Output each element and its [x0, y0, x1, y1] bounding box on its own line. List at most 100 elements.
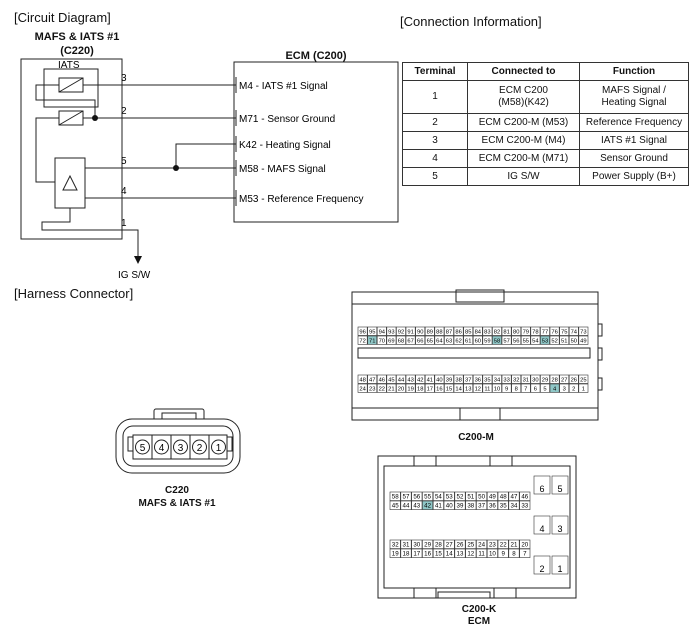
c200m-pin-box: [492, 326, 502, 336]
cell-terminal: 3: [402, 131, 468, 150]
c200k-right-pin-box: [551, 475, 569, 495]
c200m-pin-box: [568, 383, 579, 393]
ig-switch-label: IG S/W: [118, 270, 151, 280]
c200m-pin-box: [444, 326, 454, 336]
c200m-pin-box: [376, 326, 387, 336]
circuit-diagram: 3 2 5 4 1 IATS IG S/W M4 - IATS #1 Signa…: [20, 58, 399, 280]
c200m-pin-box: [367, 335, 378, 345]
c200k-pin: 56: [413, 494, 420, 501]
c200m-pin-box: [367, 374, 378, 384]
c200k-pin: 11: [478, 551, 485, 558]
c200k-caption-line1: C200-K: [461, 604, 497, 615]
c200m-pin-box: [540, 374, 550, 384]
c200m-pin-box: [405, 374, 416, 384]
c200k-pin-box: [476, 491, 488, 501]
c200m-pin: 79: [523, 329, 529, 335]
c200k-pin: 37: [478, 503, 485, 510]
c200m-pin-box: [453, 326, 464, 336]
c200m-pin-box: [444, 374, 454, 384]
c200k-right-pin-box: [551, 515, 569, 535]
c200m-pin-box: [386, 374, 397, 384]
iats-box: [43, 68, 99, 108]
c200k-pin: 32: [392, 542, 399, 549]
c220-pin: [154, 439, 169, 455]
c200k-pin-box: [400, 548, 412, 558]
c220-pin-label: 2: [197, 443, 203, 454]
c220-pin: [211, 439, 226, 455]
c200k-pin-box: [508, 548, 520, 558]
cell-function: Sensor Ground: [579, 149, 689, 168]
c200k-pin-box: [519, 548, 531, 558]
c200m-pin-box: [511, 383, 522, 393]
connection-table: Terminal Connected to Function 1 ECM C20…: [402, 62, 689, 186]
c200m-pin-box: [492, 335, 502, 345]
c200m-pin-box: [415, 374, 426, 384]
c200k-right-pin: 6: [539, 484, 544, 494]
c200k-pin: 7: [523, 551, 527, 558]
c200m-pin: 44: [398, 377, 405, 383]
c200m-pin-box: [405, 383, 416, 393]
c200k-pin: 31: [403, 542, 410, 549]
c200m-pin: 19: [407, 386, 413, 392]
c200m-pin: 90: [417, 329, 423, 335]
cell-function: MAFS Signal / Heating Signal: [579, 80, 689, 114]
cell-connected: ECM C200-M (M53): [467, 113, 580, 132]
c200m-pin-box: [482, 326, 493, 336]
cell-terminal: 4: [402, 149, 468, 168]
c200m-pin-box: [376, 374, 387, 384]
c200k-pin-box: [465, 500, 477, 510]
c200m-pin-box: [434, 383, 445, 393]
c200k-pin: 49: [489, 494, 496, 501]
c200m-pin-box: [520, 326, 531, 336]
c200k-pin-box: [443, 500, 455, 510]
c200k-pin: 50: [478, 494, 485, 501]
c200m-pin: 53: [542, 338, 548, 344]
c200m-pin-box: [549, 383, 560, 393]
c200m-pin: 58: [494, 338, 500, 344]
c200m-pin: 28: [551, 377, 557, 383]
c200m-pin: 84: [475, 329, 482, 335]
c200k-pin-box: [476, 539, 488, 549]
c200m-pin-box: [501, 335, 512, 345]
c200k-pin-box: [432, 539, 444, 549]
c200m-pin: 96: [359, 329, 365, 335]
c200m-pin-box: [559, 374, 570, 384]
c200m-pin-box: [415, 326, 426, 336]
c200m-pin: 9: [505, 386, 508, 392]
c200m-pin-box: [396, 374, 406, 384]
c200k-pin: 34: [511, 503, 518, 510]
c220-caption-line1: C220: [165, 485, 189, 496]
c200m-pin: 7: [524, 386, 527, 392]
c200m-pin-box: [540, 383, 550, 393]
c200m-pin-box: [530, 383, 541, 393]
c200m-pin: 5: [543, 386, 546, 392]
c200m-pin-box: [501, 383, 512, 393]
c200m-pin-box: [511, 335, 522, 345]
c200k-pin: 38: [467, 503, 474, 510]
c200m-pin-box: [453, 374, 464, 384]
c200m-pin: 21: [388, 386, 394, 392]
c200m-pin: 18: [417, 386, 423, 392]
ecm-signal-label: K42 - Heating Signal: [239, 140, 331, 151]
c200m-pin-box: [396, 326, 406, 336]
c200m-pin-box: [520, 383, 531, 393]
table-row: 3 ECM C200-M (M4) IATS #1 Signal: [402, 131, 689, 150]
c200m-pin-box: [424, 326, 435, 336]
c200m-pin-box: [578, 326, 589, 336]
c200m-pin-box: [367, 326, 378, 336]
c200m-pin-box: [434, 326, 445, 336]
c200m-pin: 22: [379, 386, 385, 392]
c200m-pin: 69: [388, 338, 394, 344]
c200m-pin: 2: [572, 386, 575, 392]
c200m-pin-box: [453, 335, 464, 345]
c200k-pin-box: [411, 500, 423, 510]
c200k-pin: 48: [500, 494, 507, 501]
c200k-pin-box: [486, 539, 498, 549]
c200m-pin: 20: [398, 386, 404, 392]
c200m-pin-box: [434, 335, 445, 345]
c200m-pin: 15: [446, 386, 452, 392]
c200m-pin-box: [434, 374, 445, 384]
c200m-pin-box: [424, 335, 435, 345]
sensor-pin-label: 1: [121, 218, 127, 229]
c200m-pin: 46: [379, 377, 385, 383]
